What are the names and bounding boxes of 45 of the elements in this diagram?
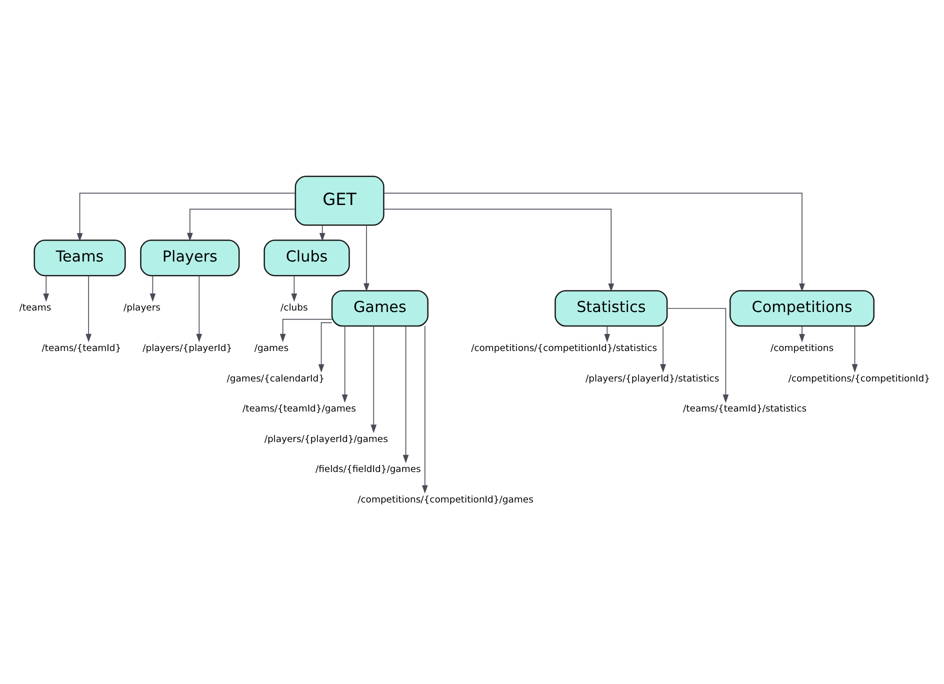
arrow <box>604 326 610 342</box>
node-text: /players/{playerId} <box>142 343 232 354</box>
node-text: /teams/{teamId}/games <box>242 404 356 415</box>
arrow <box>666 308 729 403</box>
node-box: Players <box>140 240 240 276</box>
node-text: /players/{playerId}/statistics <box>586 373 720 384</box>
node-text: /competitions/{competitionId} <box>788 373 930 384</box>
node-box: Competitions <box>730 290 875 327</box>
node-text: /fields/{fieldId}/games <box>315 464 421 476</box>
node-text: /games <box>254 343 289 354</box>
node-box: Games <box>331 290 428 327</box>
arrow <box>342 326 348 403</box>
arrow <box>150 275 156 302</box>
node-box: Clubs <box>264 240 350 276</box>
arrow <box>364 224 370 292</box>
node-box: Statistics <box>554 290 668 327</box>
arrow <box>86 275 92 342</box>
node-text: /competitions/{competitionId}/games <box>358 494 534 506</box>
arrow <box>76 192 296 242</box>
arrow <box>402 326 409 464</box>
arrow <box>660 326 666 373</box>
arrow <box>43 275 50 302</box>
node-text: /teams/{teamId} <box>42 343 122 354</box>
arrow <box>318 322 332 373</box>
arrow <box>280 318 332 342</box>
node-text: /teams/{teamId}/statistics <box>683 404 807 415</box>
node-text: /players/{playerId}/games <box>264 434 388 445</box>
node-text: /teams <box>19 302 52 314</box>
node-text: /games/{calendarId} <box>226 373 325 384</box>
arrow <box>186 208 296 242</box>
node-text: /competitions <box>770 343 834 354</box>
arrow <box>370 326 377 434</box>
arrow <box>319 224 326 242</box>
arrow <box>196 275 202 342</box>
node-text: /players <box>124 302 160 314</box>
arrow <box>384 192 805 292</box>
node-box: Teams <box>34 240 126 276</box>
node-box: GET <box>294 176 384 226</box>
node-text: /competitions/{competitionId}/statistics <box>471 343 658 354</box>
arrow <box>799 326 805 342</box>
arrow <box>422 326 428 494</box>
node-text: /clubs <box>280 302 308 314</box>
arrow <box>852 326 858 373</box>
arrow <box>291 275 298 302</box>
arrow <box>383 208 614 292</box>
